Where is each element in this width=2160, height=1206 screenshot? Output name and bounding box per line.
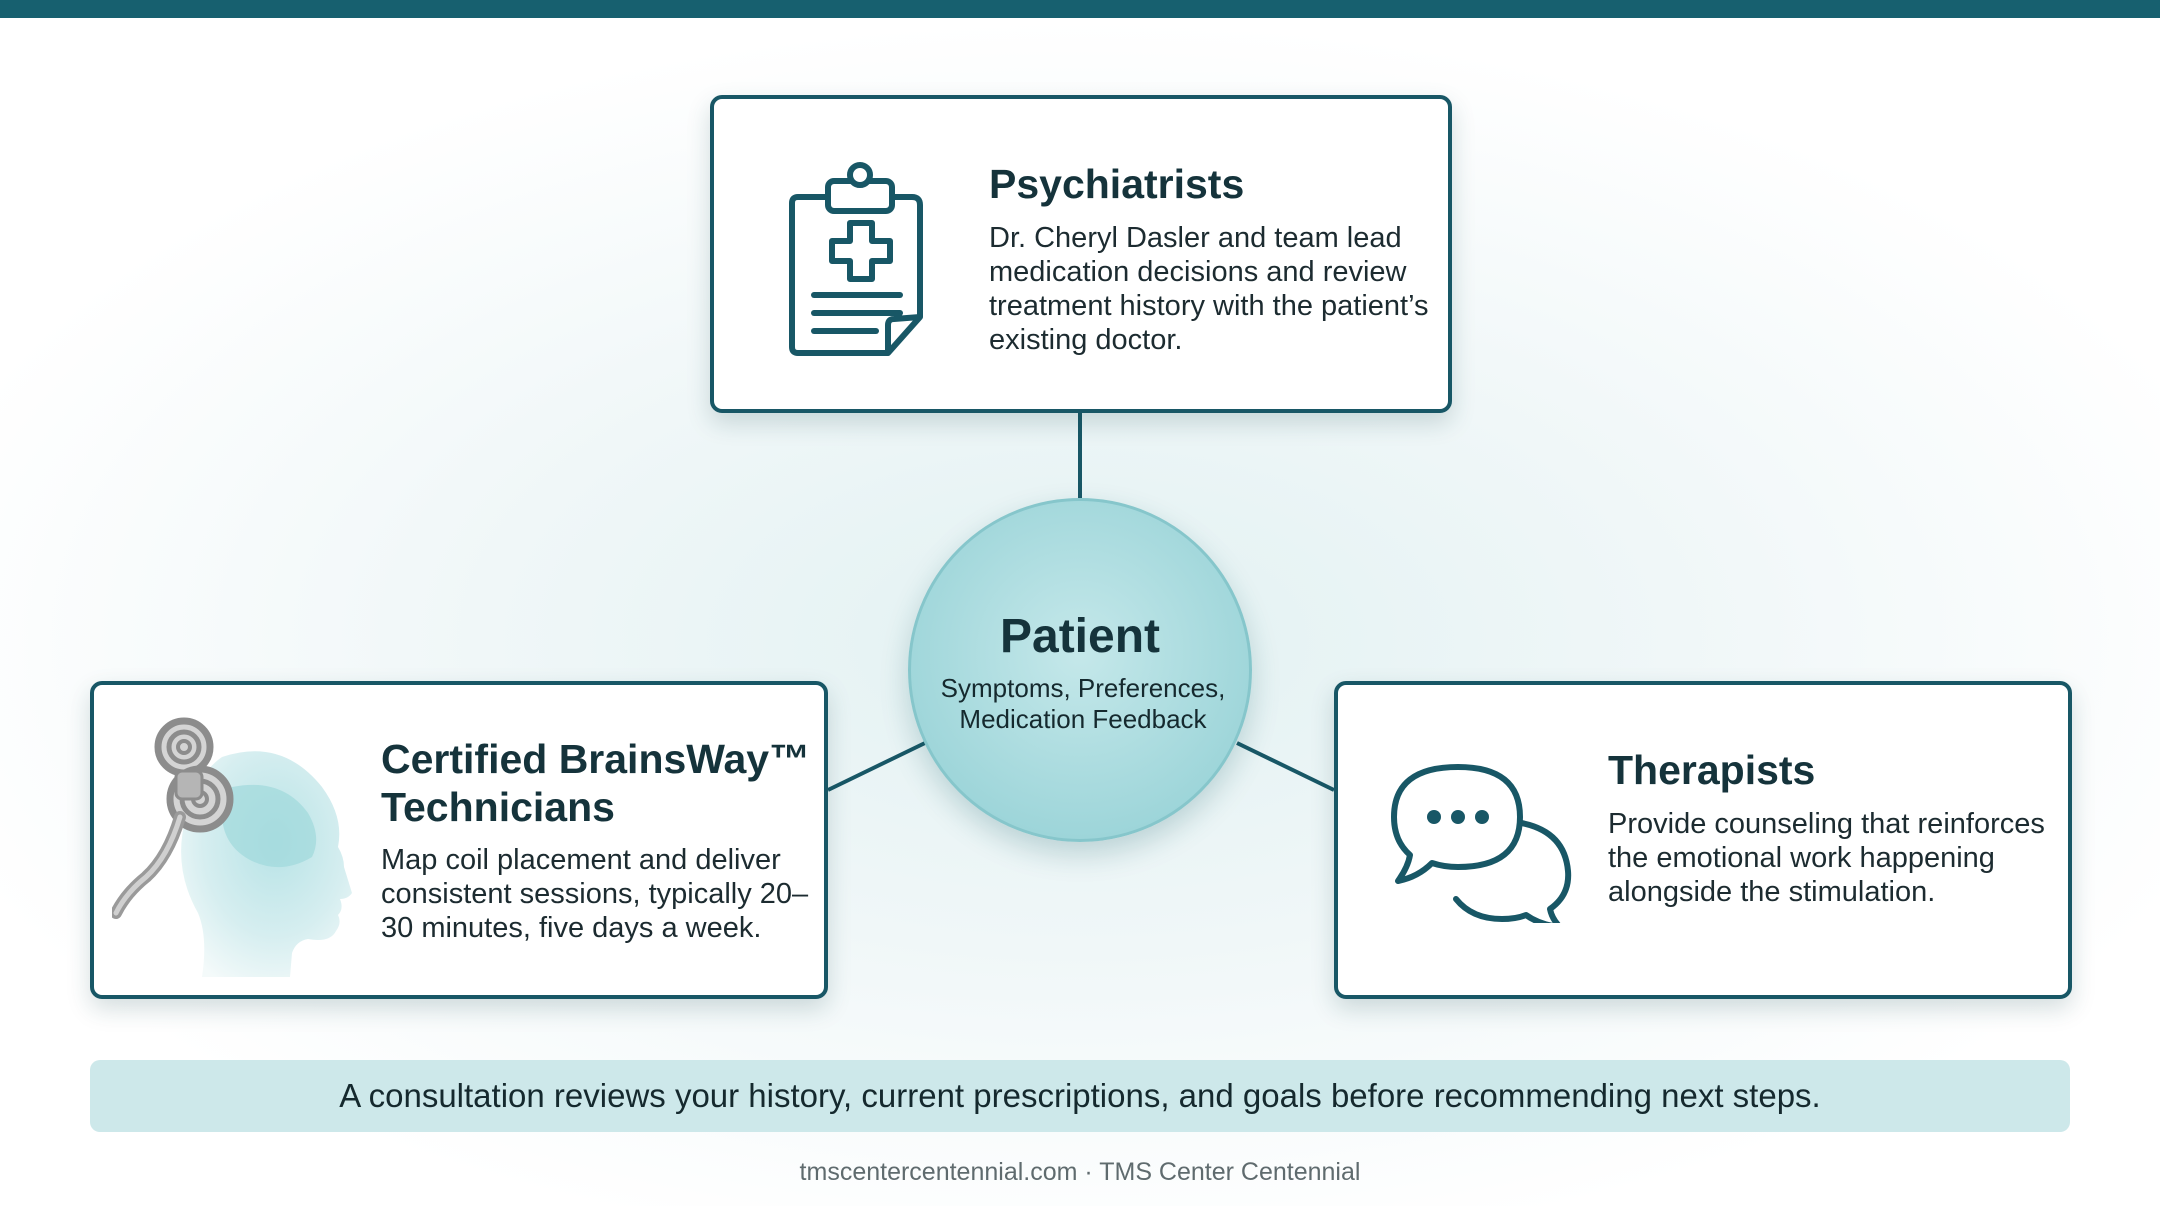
technicians-card: Certified BrainsWay™ Technicians Map coi… bbox=[90, 681, 828, 999]
patient-title: Patient bbox=[999, 610, 1161, 663]
therapists-title: Therapists bbox=[1608, 747, 1816, 793]
clipboard-medical-icon bbox=[784, 157, 934, 372]
therapists-description: Provide counseling that reinforces the e… bbox=[1608, 808, 2045, 908]
psychiatrists-title: Psychiatrists bbox=[989, 161, 1245, 207]
technicians-description: Map coil placement and deliver consisten… bbox=[381, 844, 809, 944]
banner-text: A consultation reviews your history, cur… bbox=[339, 1077, 1821, 1114]
top-accent-bar bbox=[0, 0, 2160, 18]
chat-bubbles-icon bbox=[1388, 763, 1578, 930]
consultation-banner: A consultation reviews your history, cur… bbox=[90, 1060, 2070, 1132]
footer-text: tmscentercentennial.com · TMS Center Cen… bbox=[799, 1158, 1361, 1186]
connector-left bbox=[827, 741, 926, 792]
psychiatrists-description: Dr. Cheryl Dasler and team lead medicati… bbox=[989, 222, 1429, 356]
technicians-title: Certified BrainsWay™ Technicians bbox=[381, 736, 811, 830]
patient-subtitle: Symptoms, Preferences, Medication Feedba… bbox=[940, 673, 1226, 734]
therapists-card: Therapists Provide counseling that reinf… bbox=[1334, 681, 2072, 999]
tms-coil-head-icon bbox=[110, 717, 352, 982]
psychiatrists-card: Psychiatrists Dr. Cheryl Dasler and team… bbox=[710, 95, 1452, 413]
connector-right bbox=[1236, 741, 1335, 792]
patient-hub: Patient Symptoms, Preferences, Medicatio… bbox=[908, 498, 1252, 842]
